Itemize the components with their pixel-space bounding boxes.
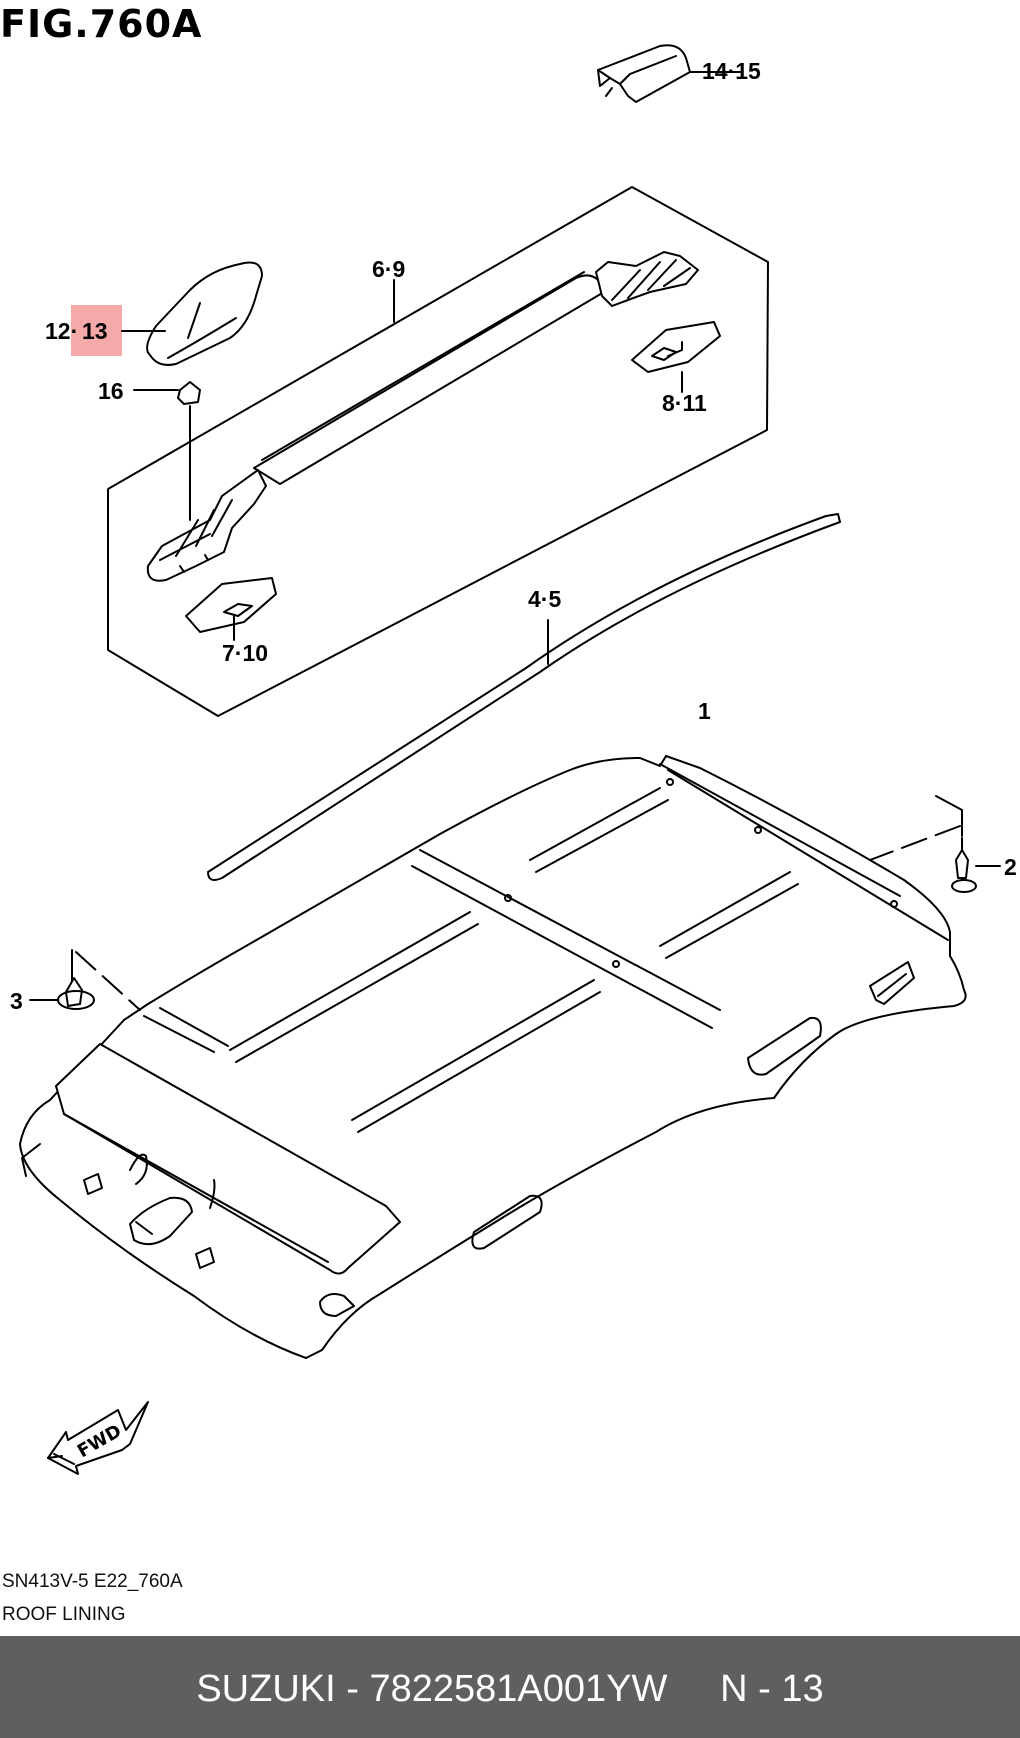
part-nut-16 xyxy=(133,381,201,521)
callout-16: 16 xyxy=(98,378,124,404)
highlight-marker xyxy=(71,305,122,356)
footer-part-text: SUZUKI - 7822581A001YW N - 13 xyxy=(196,1668,824,1710)
callout-7-10: 7·10 xyxy=(222,640,269,666)
part-molding-4-5 xyxy=(207,513,841,881)
assembly-frame xyxy=(107,186,769,717)
part-clip-2 xyxy=(869,795,1001,893)
part-clip-3 xyxy=(29,949,141,1011)
callout-12: 12· xyxy=(45,318,79,344)
part-pad-8-11 xyxy=(631,321,721,393)
part-end-cover-12-13 xyxy=(121,261,263,366)
callout-1: 1 xyxy=(698,698,711,724)
footer-brand: SUZUKI xyxy=(196,1668,336,1710)
callout-13-highlighted: 13 xyxy=(82,318,108,344)
footer-bar: SUZUKI - 7822581A001YW N - 13 xyxy=(0,1636,1020,1738)
callout-8-11: 8·11 xyxy=(662,390,707,416)
part-pad-7-10 xyxy=(185,577,277,641)
part-headliner-1 xyxy=(19,755,967,1359)
diagram-name: ROOF LINING xyxy=(2,1604,126,1625)
callout-2: 2 xyxy=(1004,854,1017,880)
callout-14-15: 14·15 xyxy=(702,58,761,84)
diagram-code: SN413V-5 E22_760A xyxy=(2,1571,183,1592)
part-end-cap-14-15 xyxy=(597,44,741,103)
callout-4-5: 4·5 xyxy=(528,586,562,612)
figure-title: FIG.760A xyxy=(0,2,203,46)
callout-6-9: 6·9 xyxy=(372,256,406,282)
part-roof-rail-6-9 xyxy=(146,251,699,582)
footer-ref: N - 13 xyxy=(720,1668,824,1710)
callout-3: 3 xyxy=(10,988,23,1014)
fwd-arrow-icon xyxy=(47,1401,149,1475)
footer-part-number: 7822581A001YW xyxy=(369,1668,668,1710)
